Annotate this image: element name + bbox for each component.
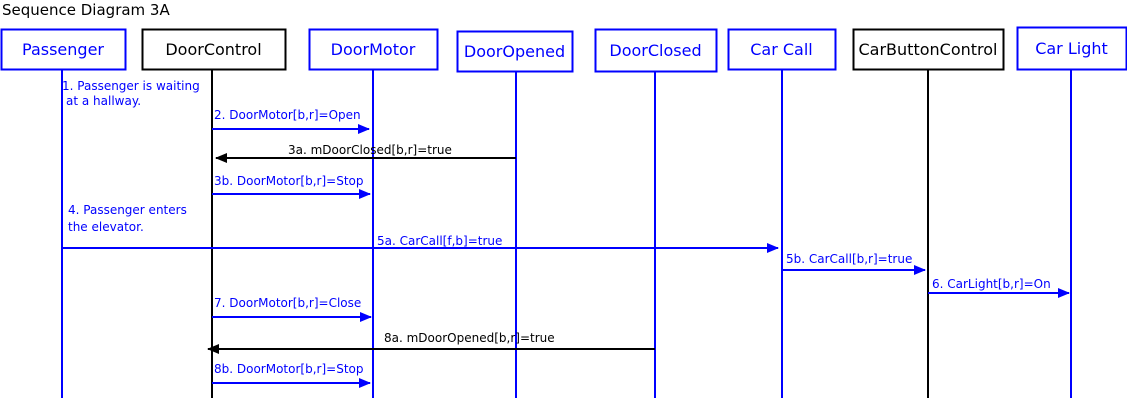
- participant-box-carcall: [727, 28, 837, 71]
- message-m8a: 8a. mDoorOpened[b,r]=true: [207, 331, 655, 354]
- participant-box-doorclosed: [594, 28, 718, 73]
- participant-carcall: Car Call: [727, 28, 837, 398]
- message-m3b: 3b. DoorMotor[b,r]=Stop: [212, 174, 371, 199]
- message-label-m3b: 3b. DoorMotor[b,r]=Stop: [214, 174, 363, 188]
- message-m2: 2. DoorMotor[b,r]=Open: [212, 108, 370, 134]
- participant-carbuttoncontrol: CarButtonControl: [852, 28, 1005, 398]
- note-4-line-2: the elevator.: [68, 220, 144, 234]
- participant-label-doormotor: DoorMotor: [331, 40, 416, 59]
- note-1-line-1: 1. Passenger is waiting: [62, 79, 200, 93]
- message-label-m8b: 8b. DoorMotor[b,r]=Stop: [214, 362, 363, 376]
- message-label-m5a: 5a. CarCall[f,b]=true: [377, 234, 502, 248]
- message-m7: 7. DoorMotor[b,r]=Close: [212, 296, 372, 322]
- participant-box-carbuttoncontrol: [852, 28, 1005, 71]
- message-m8b: 8b. DoorMotor[b,r]=Stop: [212, 362, 371, 388]
- message-label-m5b: 5b. CarCall[b,r]=true: [786, 252, 912, 266]
- participant-passenger: Passenger: [0, 28, 127, 398]
- message-m5a: 5a. CarCall[f,b]=true: [62, 234, 779, 253]
- participant-box-dooropened: [456, 30, 574, 73]
- participant-box-doorcontrol: [141, 28, 287, 71]
- participant-label-carcall: Car Call: [750, 40, 813, 59]
- participant-label-dooropened: DoorOpened: [464, 42, 565, 61]
- participant-doorclosed: DoorClosed: [594, 28, 718, 398]
- message-label-m6: 6. CarLight[b,r]=On: [932, 277, 1051, 291]
- participant-dooropened: DoorOpened: [456, 30, 574, 398]
- message-m5b: 5b. CarCall[b,r]=true: [782, 252, 926, 275]
- message-label-m7: 7. DoorMotor[b,r]=Close: [214, 296, 361, 310]
- message-m6: 6. CarLight[b,r]=On: [928, 277, 1070, 298]
- participant-label-doorcontrol: DoorControl: [165, 40, 261, 59]
- participant-box-doormotor: [308, 28, 439, 71]
- participant-doorcontrol: DoorControl: [141, 28, 287, 398]
- diagram-title: Sequence Diagram 3A: [2, 1, 170, 19]
- participant-doormotor: DoorMotor: [308, 28, 439, 398]
- participant-box-passenger: [0, 28, 127, 71]
- participant-carlight: Car Light: [1016, 26, 1127, 398]
- message-label-m3a: 3a. mDoorClosed[b,r]=true: [288, 143, 452, 157]
- participant-label-passenger: Passenger: [22, 40, 104, 59]
- participant-label-carbuttoncontrol: CarButtonControl: [859, 40, 998, 59]
- message-label-m2: 2. DoorMotor[b,r]=Open: [214, 108, 361, 122]
- message-label-m8a: 8a. mDoorOpened[b,r]=true: [384, 331, 555, 345]
- message-m3a: 3a. mDoorClosed[b,r]=true: [215, 143, 516, 163]
- note-4-line-1: 4. Passenger enters: [68, 203, 187, 217]
- participant-label-carlight: Car Light: [1035, 39, 1108, 58]
- participant-box-carlight: [1016, 26, 1127, 71]
- note-1-line-2: at a hallway.: [66, 94, 141, 108]
- participant-label-doorclosed: DoorClosed: [609, 41, 701, 60]
